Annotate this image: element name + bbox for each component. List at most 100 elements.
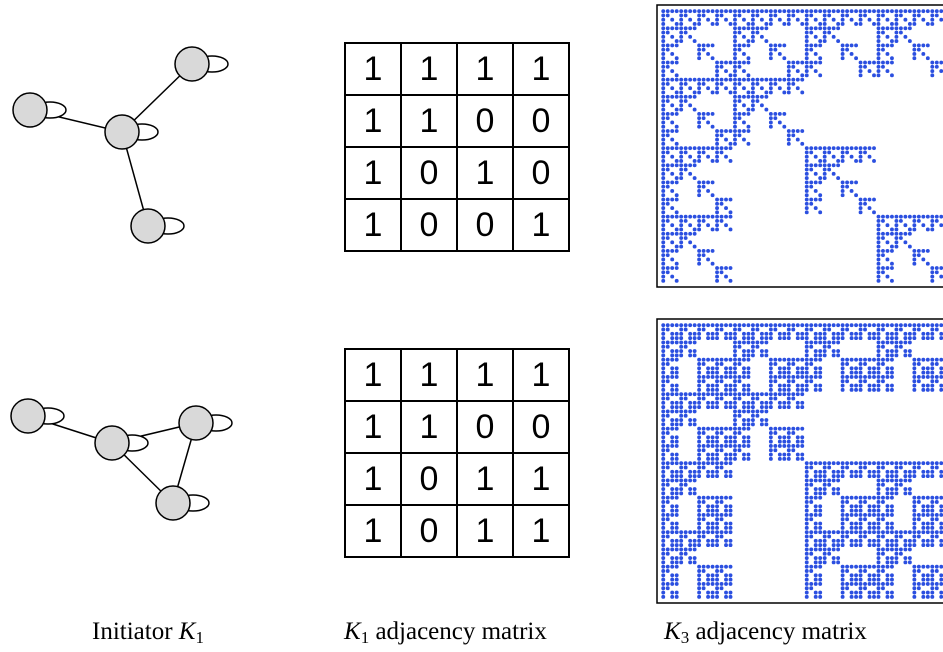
k3-entry-dot [939, 69, 943, 74]
k3-entry-dot [858, 577, 863, 582]
k3-entry-dot [827, 340, 832, 345]
k3-entry-dot [742, 60, 746, 65]
k3-entry-dot [831, 9, 836, 14]
k3-entry-dot [768, 370, 773, 375]
k3-entry-dot [661, 357, 666, 362]
k3-entry-dot [818, 60, 823, 65]
k3-entry-dot [858, 22, 863, 26]
k3-entry-dot [876, 349, 881, 353]
k3-entry-dot [858, 73, 863, 78]
k3-entry-dot [849, 543, 854, 548]
k3-entry-dot [831, 547, 836, 552]
k3-entry-dot [679, 543, 684, 548]
k3-entry-dot [912, 261, 917, 266]
k3-entry-dot [795, 9, 800, 14]
k3-entry-dot [894, 336, 899, 341]
k3-entry-dot [872, 331, 876, 336]
k3-entry-dot [867, 331, 872, 336]
k3-entry-dot [912, 543, 917, 548]
k3-entry-dot [831, 538, 836, 543]
k3-entry-dot [858, 474, 863, 479]
k3-entry-dot [885, 573, 890, 578]
k3-entry-dot [773, 116, 778, 121]
k3-entry-dot [836, 336, 841, 341]
k3-entry-dot [674, 581, 679, 586]
k3-entry-dot [728, 525, 733, 530]
k3-entry-dot [670, 206, 675, 211]
k3-entry-dot [759, 336, 764, 341]
k3-entry-dot [813, 461, 818, 466]
k3-entry-dot [715, 357, 719, 362]
k3-entry-dot [661, 525, 666, 530]
k3-entry-dot [845, 146, 850, 151]
k3-entry-dot [670, 387, 675, 392]
k3-entry-dot [818, 383, 823, 388]
k3-entry-dot [912, 530, 917, 535]
k3-entry-dot [665, 500, 670, 504]
k3-entry-dot [697, 581, 702, 586]
k3-entry-dot [733, 137, 737, 142]
k3-entry-dot [742, 409, 746, 414]
k3-entry-dot [898, 344, 903, 349]
k3-entry-dot [697, 159, 702, 163]
k3-entry-dot [795, 366, 800, 371]
k3-entry-dot [800, 374, 805, 379]
k3-entry-dot [930, 278, 935, 283]
k3-entry-dot [845, 150, 850, 155]
k3-entry-dot [683, 94, 688, 99]
k3-entry-dot [665, 478, 670, 483]
k3-entry-dot [728, 266, 733, 270]
k3-entry-dot [876, 43, 881, 48]
k3-entry-dot [804, 193, 809, 198]
k3-entry-dot [688, 409, 693, 414]
k3-entry-dot [822, 482, 827, 487]
k3-entry-dot [804, 154, 809, 159]
k3-entry-dot [818, 163, 823, 168]
k3-entry-dot [809, 512, 814, 517]
k3-entry-dot [715, 64, 719, 69]
k3-entry-dot [849, 573, 854, 578]
k3-entry-dot [849, 577, 854, 582]
k3-entry-dot [665, 426, 670, 431]
k3-entry-dot [701, 396, 706, 401]
k3-entry-dot [867, 146, 872, 151]
k3-entry-dot [849, 538, 854, 543]
k3-entry-dot [661, 9, 666, 14]
k3-entry-dot [863, 534, 867, 539]
k3-entry-dot [728, 159, 733, 163]
k3-entry-dot [858, 327, 863, 332]
k3-entry-dot [692, 491, 697, 496]
k3-entry-dot [894, 227, 899, 232]
k3-entry-dot [719, 81, 724, 86]
k3-entry-dot [768, 90, 773, 95]
k3-entry-dot [661, 73, 666, 78]
k3-entry-dot [894, 543, 899, 548]
k3-entry-dot [858, 508, 863, 513]
k3-entry-dot [858, 530, 863, 535]
k3-entry-dot [863, 323, 867, 328]
k3-entry-dot [921, 573, 926, 578]
k3-entry-dot [661, 236, 666, 240]
k3-entry-dot [661, 248, 666, 253]
k3-entry-dot [890, 278, 894, 283]
k3-entry-dot [840, 564, 845, 569]
k3-entry-dot [786, 379, 791, 384]
k3-entry-dot [728, 77, 733, 82]
k3-entry-dot [746, 426, 751, 431]
k3-entry-dot [876, 218, 881, 223]
k3-entry-dot [759, 400, 764, 405]
k3-entry-dot [746, 141, 751, 146]
k3-entry-dot [674, 159, 679, 163]
k3-entry-dot [777, 374, 782, 379]
k3-entry-dot [840, 184, 845, 189]
k3-entry-dot [885, 521, 890, 526]
k3-entry-dot [818, 180, 823, 185]
k3-entry-dot [930, 508, 935, 513]
caption-k3-sub: 3 [680, 628, 690, 647]
k3-entry-dot [674, 349, 679, 353]
k3-entry-dot [840, 146, 845, 151]
k3-entry-dot [813, 189, 818, 193]
k3-entry-dot [674, 353, 679, 358]
k3-entry-dot [661, 240, 666, 245]
k3-entry-dot [916, 530, 921, 535]
